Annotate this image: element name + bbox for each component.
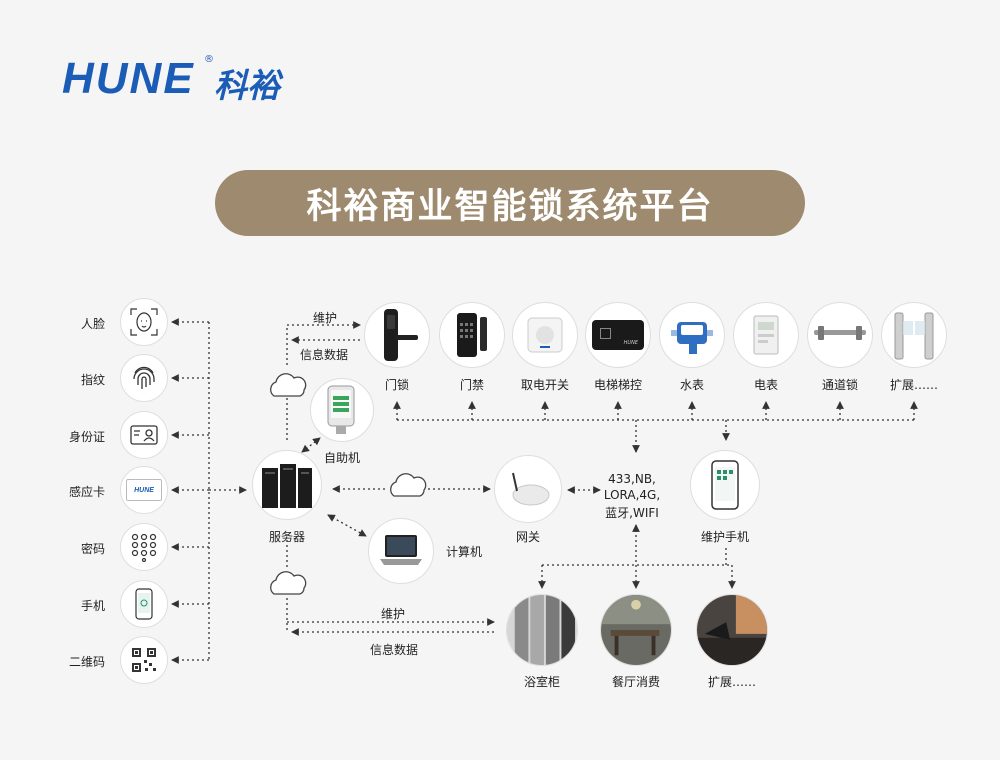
qr-code-icon [120, 636, 168, 684]
phone-icon [120, 580, 168, 628]
device-label-panic-bar: 通道锁 [821, 378, 859, 392]
device-label-access-control: 门禁 [459, 378, 485, 392]
server-icon [252, 450, 322, 520]
id-card-icon [120, 411, 168, 459]
bottom-label-restaurant: 餐厅消费 [611, 675, 661, 689]
maintenance-phone-label: 维护手机 [700, 530, 750, 544]
kiosk-label: 自助机 [323, 451, 361, 465]
input-label-fingerprint: 指纹 [80, 373, 105, 387]
power-switch-icon [512, 302, 578, 368]
device-label-elevator: 电梯梯控 [593, 378, 643, 392]
door-lock-icon [364, 302, 430, 368]
device-label-power-switch: 取电开关 [520, 378, 570, 392]
computer-icon [368, 518, 434, 584]
elevator-brand-text: HUNE [623, 340, 638, 346]
logo-latin: HUNE [62, 54, 195, 103]
gym-photo [696, 594, 768, 666]
face-scan-icon [120, 298, 168, 346]
computer-label: 计算机 [446, 545, 483, 559]
maintenance-phone-icon [690, 450, 760, 520]
input-label-qrcode: 二维码 [68, 655, 105, 669]
protocol-line-2: LORA,4G, [603, 488, 661, 502]
keypad-icon [120, 523, 168, 571]
electric-meter-icon [733, 302, 799, 368]
device-label-electric-meter: 电表 [753, 378, 779, 392]
bottom-label-locker: 浴室柜 [523, 675, 561, 689]
page-title: 科裕商业智能锁系统平台 [215, 170, 805, 236]
locker-photo [506, 594, 578, 666]
input-label-phone: 手机 [80, 599, 105, 613]
hune-card-icon: HUNE [120, 466, 168, 514]
device-label-extension: 扩展…… [889, 378, 939, 392]
fingerprint-icon [120, 354, 168, 402]
restaurant-photo [600, 594, 672, 666]
access-control-icon [439, 302, 505, 368]
card-brand-text: HUNE [134, 486, 154, 494]
top-info-label: 信息数据 [300, 348, 349, 362]
protocol-line-1: 433,NB, [608, 472, 656, 486]
top-maint-label: 维护 [313, 311, 338, 325]
elevator-control-icon: HUNE [585, 302, 651, 368]
bottom-info-label: 信息数据 [370, 643, 419, 657]
panic-bar-icon [807, 302, 873, 368]
bottom-label-extension: 扩展…… [707, 675, 757, 689]
input-label-idcard: 身份证 [68, 430, 105, 444]
device-label-water-meter: 水表 [679, 378, 705, 392]
kiosk-icon [310, 378, 374, 442]
water-meter-icon [659, 302, 725, 368]
protocol-line-3: 蓝牙,WIFI [605, 506, 659, 520]
device-label-door-lock: 门锁 [384, 378, 410, 392]
registered-mark: ® [204, 54, 214, 65]
bottom-maint-label: 维护 [381, 607, 406, 621]
server-label: 服务器 [268, 530, 306, 544]
input-label-card: 感应卡 [68, 485, 105, 499]
input-label-face: 人脸 [80, 317, 105, 331]
input-label-password: 密码 [80, 542, 105, 556]
gateway-icon [494, 455, 562, 523]
turnstile-gate-icon [881, 302, 947, 368]
gateway-label: 网关 [515, 530, 541, 544]
logo-chinese: 科裕 [214, 66, 280, 105]
hune-logo: HUNE ® 科裕 [62, 50, 302, 110]
